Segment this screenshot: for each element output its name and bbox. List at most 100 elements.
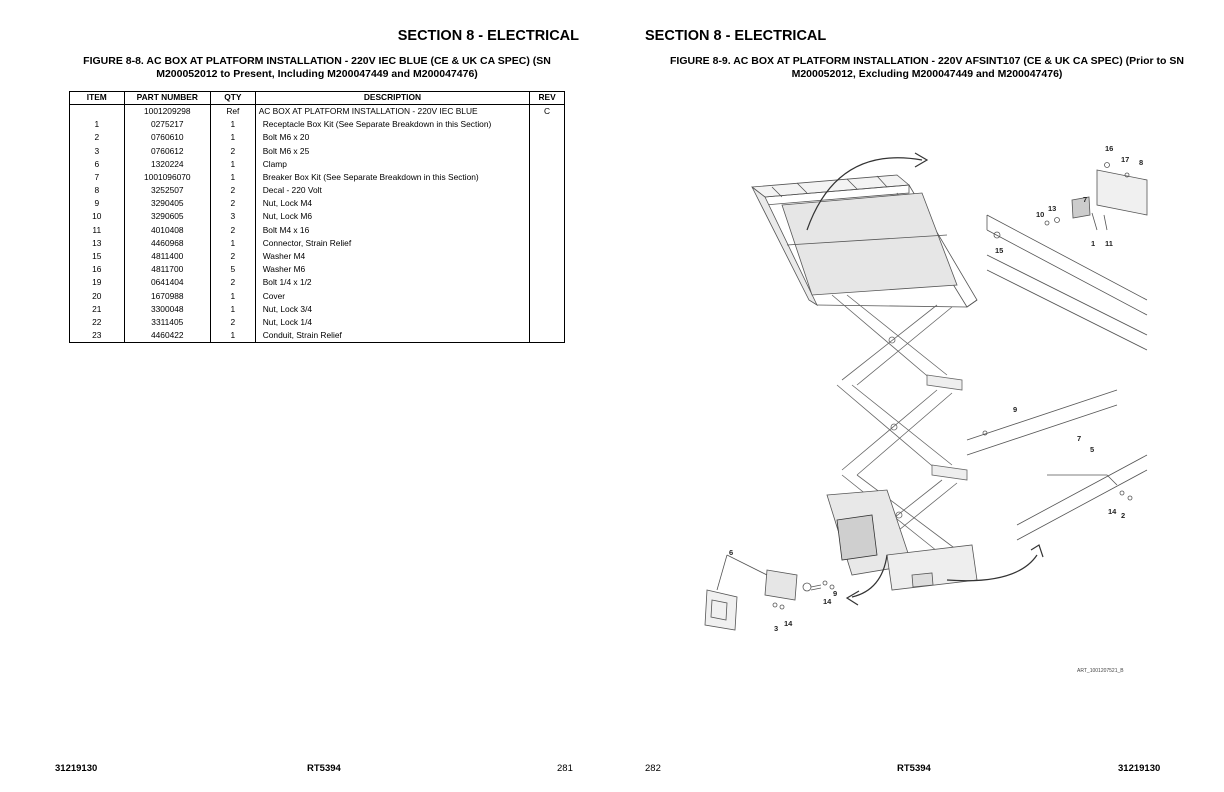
figure-title: FIGURE 8-9. AC BOX AT PLATFORM INSTALLAT… <box>670 55 1184 80</box>
callout-label: 1 <box>1091 239 1095 248</box>
cell-part-number: 1670988 <box>123 289 212 303</box>
cell-item: 22 <box>69 316 125 330</box>
callout-label: 7 <box>1077 434 1081 443</box>
parts-table: ITEM PART NUMBER QTY DESCRIPTION REV 100… <box>69 91 565 344</box>
cell-part-number: 3300048 <box>123 302 212 316</box>
cell-description: Nut, Lock M4 <box>254 197 531 211</box>
table-header-row: ITEM PART NUMBER QTY DESCRIPTION REV <box>69 91 565 105</box>
cell-description: Conduit, Strain Relief <box>254 329 531 344</box>
callout-label: 5 <box>1090 445 1094 454</box>
cell-part-number: 0760612 <box>123 144 212 158</box>
callout-label: 3 <box>774 624 778 633</box>
figure-title: FIGURE 8-8. AC BOX AT PLATFORM INSTALLAT… <box>83 55 551 80</box>
cell-item: 20 <box>69 289 125 303</box>
callout-label: 14 <box>823 597 832 606</box>
cell-description: Bolt M4 x 16 <box>254 223 531 237</box>
right-page: SECTION 8 - ELECTRICAL FIGURE 8-9. AC BO… <box>612 0 1224 792</box>
footer-model: RT5394 <box>897 763 931 774</box>
cell-rev <box>529 184 565 198</box>
cell-qty: 1 <box>210 329 256 344</box>
cell-item: 3 <box>69 144 125 158</box>
callout-label: 7 <box>1083 195 1087 204</box>
footer-page-number: 281 <box>557 763 573 774</box>
cell-description: Nut, Lock 1/4 <box>254 316 531 330</box>
cell-item: 9 <box>69 197 125 211</box>
footer-doc-number: 31219130 <box>1118 763 1161 774</box>
cell-item: 21 <box>69 302 125 316</box>
cell-qty: 5 <box>210 263 256 277</box>
footer-doc-number: 31219130 <box>55 763 98 774</box>
cell-item <box>69 104 125 119</box>
cell-qty: 2 <box>210 276 256 290</box>
cell-item: 23 <box>69 329 125 344</box>
callout-label: 13 <box>1048 204 1056 213</box>
cell-qty: 2 <box>210 197 256 211</box>
cell-item: 11 <box>69 223 125 237</box>
cell-description: Cover <box>254 289 531 303</box>
left-page: SECTION 8 - ELECTRICAL FIGURE 8-8. AC BO… <box>55 28 579 774</box>
cell-item: 7 <box>69 170 125 185</box>
cell-rev <box>529 302 565 316</box>
cell-part-number: 3290405 <box>123 197 212 211</box>
cell-item: 1 <box>69 118 125 132</box>
cell-qty: 2 <box>210 144 256 158</box>
cell-part-number: 4811700 <box>123 263 212 277</box>
cell-part-number: 3311405 <box>123 316 212 330</box>
column-header-rev: REV <box>529 91 565 105</box>
cell-qty: 1 <box>210 170 256 185</box>
cell-qty: 1 <box>210 289 256 303</box>
cell-item: 2 <box>69 131 125 145</box>
cell-description: Receptacle Box Kit (See Separate Breakdo… <box>254 118 531 132</box>
cell-rev <box>529 210 565 224</box>
cell-rev <box>529 144 565 158</box>
cell-rev <box>529 289 565 303</box>
cell-description: Breaker Box Kit (See Separate Breakdown … <box>254 170 531 185</box>
footer-page-number: 282 <box>645 763 661 774</box>
cell-qty: 2 <box>210 184 256 198</box>
platform-installation-illustration: 16 17 8 7 10 13 1 11 15 9 7 5 14 2 6 9 1… <box>704 144 1148 674</box>
cell-description: Nut, Lock M6 <box>254 210 531 224</box>
cell-rev <box>529 157 565 171</box>
cell-part-number: 4460422 <box>123 329 212 344</box>
cell-part-number: 1001209298 <box>123 104 212 119</box>
cell-item: 13 <box>69 236 125 251</box>
cell-rev <box>529 236 565 251</box>
cell-qty: 1 <box>210 157 256 171</box>
cell-description: Washer M6 <box>254 263 531 277</box>
footer-model: RT5394 <box>307 763 341 774</box>
callout-label: 8 <box>1139 158 1143 167</box>
cell-rev <box>529 329 565 344</box>
callout-label: 11 <box>1105 239 1113 248</box>
cell-part-number: 4010408 <box>123 223 212 237</box>
callout-label: 14 <box>784 619 793 628</box>
cell-description: Bolt M6 x 20 <box>254 131 531 145</box>
cell-item: 8 <box>69 184 125 198</box>
cell-description: Nut, Lock 3/4 <box>254 302 531 316</box>
cell-qty: 1 <box>210 302 256 316</box>
scissor-lift-drawing <box>704 152 1148 631</box>
section-heading: SECTION 8 - ELECTRICAL <box>397 28 579 44</box>
cell-description: Washer M4 <box>254 250 531 264</box>
cell-description: Bolt M6 x 25 <box>254 144 531 158</box>
cell-rev <box>529 316 565 330</box>
cell-rev <box>529 263 565 277</box>
callout-label: 16 <box>1105 144 1113 153</box>
column-header-part-number: PART NUMBER <box>123 91 212 105</box>
cell-part-number: 3290605 <box>123 210 212 224</box>
callout-labels: 16 17 8 7 10 13 1 11 15 9 7 5 14 2 6 9 1… <box>729 144 1143 633</box>
cell-part-number: 4811400 <box>123 250 212 264</box>
art-reference-id: ART_1001207521_B <box>1077 668 1124 674</box>
cell-part-number: 1001096070 <box>123 170 212 185</box>
